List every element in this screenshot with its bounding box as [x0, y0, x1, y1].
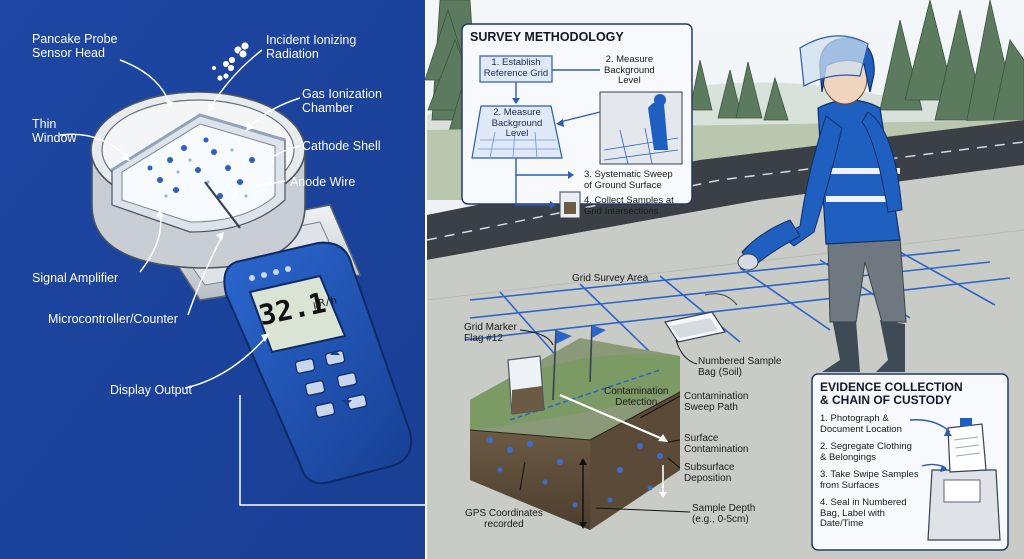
evidence-step-1: 1. Photograph & Document Location [820, 413, 902, 435]
label-display-output: Display Output [110, 383, 192, 397]
label-anode-wire: Anode Wire [290, 175, 356, 189]
evidence-step-2: 2. Segregate Clothing & Belongings [820, 441, 912, 463]
panel-divider [425, 0, 427, 559]
label-incident-radiation: Incident Ionizing Radiation [266, 33, 357, 61]
sample-bag-icon [664, 311, 726, 343]
surveyor-figure [781, 35, 907, 372]
survey-meter-body [223, 241, 413, 485]
methodology-step-2-top: 2. Measure Background Level [604, 54, 655, 87]
flag-icon [552, 324, 606, 401]
evidence-step-3: 3. Take Swipe Samples from Surfaces [820, 469, 919, 491]
label-surface-contamination: Surface Contamination [684, 433, 749, 456]
methodology-title: SURVEY METHODOLOGY [470, 30, 624, 44]
label-pancake-probe: Pancake Probe Sensor Head [32, 32, 118, 60]
label-contamination-detection: Contamination Detection [604, 386, 669, 409]
methodology-step-2-box: 2. Measure Background Level [491, 107, 543, 140]
label-sweep-path: Contamination Sweep Path [684, 391, 749, 414]
label-gas-chamber: Gas Ionization Chamber [302, 87, 382, 115]
label-sample-depth: Sample Depth (e.g., 0-5cm) [692, 503, 756, 526]
label-grid-area: Grid Survey Area [572, 273, 649, 284]
label-microcontroller: Microcontroller/Counter [48, 312, 178, 326]
methodology-step-3: 3. Systematic Sweep of Ground Surface [584, 169, 673, 191]
label-sample-bag: Numbered Sample Bag (Soil) [698, 356, 782, 379]
methodology-step-1: 1. Establish Reference Grid [483, 57, 549, 79]
methodology-step-4: 4. Collect Samples at Grid Intersections [584, 195, 674, 217]
sample-jar [507, 355, 545, 415]
label-gps: GPS Coordinates recorded [465, 508, 543, 531]
radiation-particles-icon [211, 41, 250, 82]
label-thin-window: Thin Window [32, 117, 77, 145]
scene-probe [737, 219, 801, 271]
label-cathode-shell: Cathode Shell [302, 139, 381, 153]
label-signal-amplifier: Signal Amplifier [32, 271, 119, 285]
evidence-title: EVIDENCE COLLECTION & CHAIN OF CUSTODY [820, 380, 963, 408]
clipboard-icon [559, 191, 581, 219]
evidence-box-icon [927, 418, 1001, 541]
label-marker-flag: Grid Marker Flag #12 [464, 322, 517, 345]
label-subsurface: Subsurface Deposition [684, 462, 735, 485]
evidence-step-4: 4. Seal in Numbered Bag, Label with Date… [820, 497, 907, 530]
probe-head [90, 91, 362, 301]
